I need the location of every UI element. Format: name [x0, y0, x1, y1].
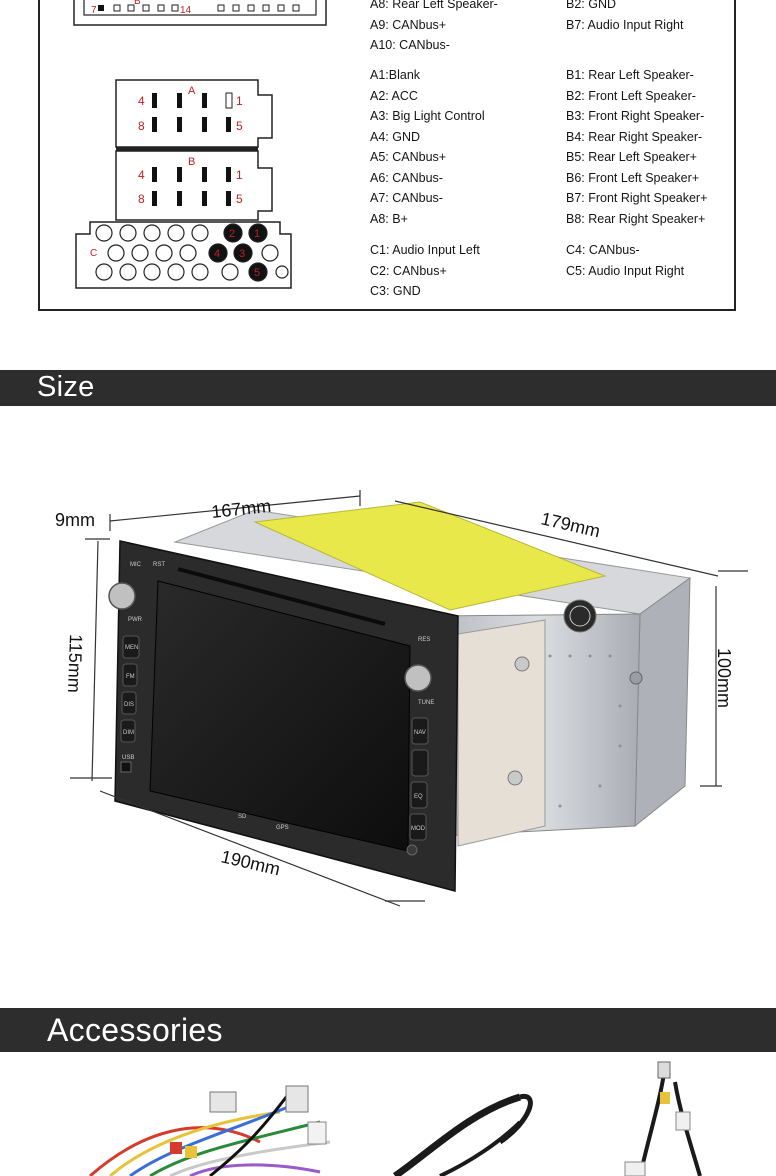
accessories-photos: [89, 1061, 702, 1176]
pin-label: C3: GND: [370, 284, 421, 298]
b-pins-list: B1: Rear Left Speaker- B2: Front Left Sp…: [566, 65, 707, 229]
adapter-cable-image: [624, 1061, 702, 1176]
extension-cable-image: [393, 1093, 533, 1176]
svg-text:5: 5: [254, 267, 260, 279]
pin-label: A1:Blank: [370, 68, 421, 82]
svg-text:8: 8: [138, 192, 145, 206]
eq-button-label: EQ: [414, 794, 423, 800]
mod-button-label: MOD: [411, 826, 426, 832]
connector-ab: A B 4 1 8 5 4 1 8 5: [115, 79, 273, 221]
usb-port-label: USB: [122, 755, 134, 761]
res-label: RES: [418, 637, 430, 643]
pin-label: B2: GND: [566, 0, 617, 11]
pin-label: B7: Front Right Speaker+: [566, 191, 708, 205]
device-chassis: [173, 501, 692, 847]
pin-label: C5: Audio Input Right: [566, 263, 685, 278]
pin-label: A3: Big Light Control: [370, 109, 485, 123]
pin-label: C1: Audio Input Left: [370, 243, 480, 257]
dim-depth-top: 9mm: [55, 510, 95, 530]
pin-label: A9: CANbus+: [370, 17, 447, 32]
volume-knob: [108, 582, 136, 610]
svg-text:1: 1: [236, 94, 243, 108]
pin-label: B3: Front Right Speaker-: [566, 109, 705, 123]
pin-label: A8: Rear Left Speaker-: [370, 0, 498, 11]
pin-label: C2: CANbus+: [370, 263, 447, 278]
pin-label: A2: ACC: [370, 88, 418, 103]
label-a: A: [188, 85, 196, 97]
size-section-title: Size: [37, 371, 95, 403]
pin-label: B4: Rear Right Speaker-: [566, 129, 703, 144]
dim-height-back: 100mm: [714, 648, 734, 708]
mic-label: MIC: [130, 562, 142, 568]
pin-label: B8: Rear Right Speaker+: [566, 211, 706, 226]
fm-button-label: FM: [126, 674, 135, 680]
top-connector: 7 B 14: [73, 0, 327, 26]
sd-slot-label: SD: [238, 814, 247, 820]
men-button-label: MEN: [125, 645, 138, 651]
svg-text:4: 4: [214, 248, 220, 260]
dis-button-label: DIS: [124, 702, 134, 708]
pin-label: A5: CANbus+: [370, 150, 447, 164]
top-connector-label-14: 14: [180, 5, 192, 16]
svg-text:8: 8: [138, 119, 145, 133]
top-connector-label-7: 7: [91, 5, 97, 16]
pin-label: B5: Rear Left Speaker+: [566, 150, 697, 164]
pin-label: B6: Front Left Speaker+: [566, 170, 700, 185]
pin-label: B2: Front Left Speaker-: [566, 88, 696, 103]
dimension-lines: [70, 490, 748, 907]
nav-button-label: NAV: [414, 730, 426, 736]
pin-label: A4: GND: [370, 129, 421, 144]
pin-label: A7: CANbus-: [370, 191, 443, 205]
pin-label: B1: Rear Left Speaker-: [566, 68, 694, 82]
label-b: B: [188, 156, 195, 168]
accessories-section-title: Accessories: [47, 1012, 223, 1048]
size-section-header: Size: [0, 370, 776, 406]
gps-port-label: GPS: [276, 825, 289, 831]
dim-button-label: DIM: [123, 730, 134, 736]
rst-label: RST: [153, 562, 165, 568]
tune-label: TUNE: [418, 700, 434, 706]
label-c: C: [90, 248, 97, 259]
top-pins-left: A8: Rear Left Speaker- A9: CANbus+ A10: …: [370, 0, 498, 56]
warning-sticker: [253, 501, 607, 611]
pin-label: A8: B+: [370, 211, 408, 226]
svg-text:3: 3: [239, 248, 245, 260]
dim-height-front: 115mm: [64, 634, 86, 693]
svg-text:5: 5: [236, 119, 243, 133]
pin-label: C4: CANbus-: [566, 243, 640, 257]
pwr-label: PWR: [128, 617, 143, 623]
svg-text:2: 2: [229, 228, 235, 240]
a-pins-list: A1:Blank A2: ACC A3: Big Light Control A…: [370, 65, 485, 229]
c-pins-left-list: C1: Audio Input Left C2: CANbus+ C3: GND: [370, 240, 480, 302]
connector-drawings: 7 B 14 A B 4 1 8 5 4 1: [73, 0, 327, 289]
accessories-section-header: Accessories: [0, 1008, 776, 1052]
device-front-panel: MEN FM DIS DIM USB MIC RST PWR RES TUNE …: [108, 540, 459, 892]
connector-c: C 2 1 4 3 5: [75, 221, 292, 289]
svg-text:1: 1: [254, 228, 260, 240]
pin-label: B7: Audio Input Right: [566, 17, 684, 32]
dim-width-bottom: 190mm: [219, 846, 282, 879]
pin-label: A10: CANbus-: [370, 38, 450, 52]
wiring-diagram-panel: [38, 0, 736, 311]
top-pins-right: B2: GND B7: Audio Input Right: [566, 0, 683, 35]
pin-label: A6: CANbus-: [370, 170, 443, 185]
svg-text:1: 1: [236, 168, 243, 182]
svg-text:5: 5: [236, 192, 243, 206]
c-pins-right-list: C4: CANbus- C5: Audio Input Right: [566, 240, 684, 281]
top-connector-label-b: B: [134, 0, 141, 7]
svg-text:4: 4: [138, 94, 145, 108]
size-diagram: MEN FM DIS DIM USB MIC RST PWR RES TUNE …: [55, 490, 748, 907]
wiring-harness-image: [89, 1085, 331, 1176]
tune-knob: [404, 664, 432, 692]
svg-text:4: 4: [138, 168, 145, 182]
